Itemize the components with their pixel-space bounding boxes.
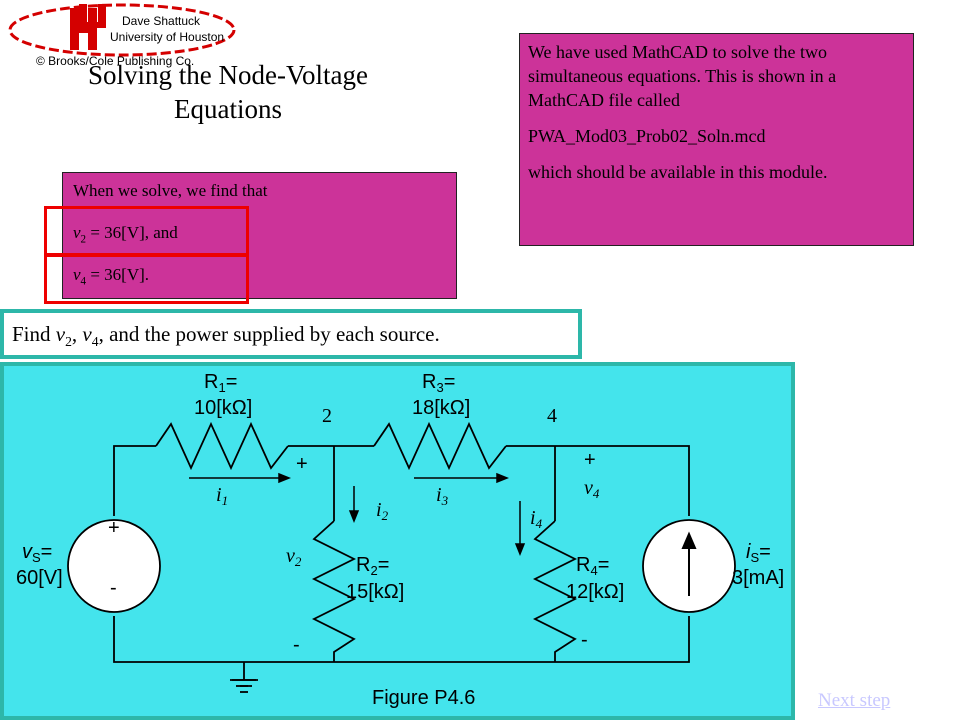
- i1-label: i1: [216, 484, 228, 508]
- circuit-diagram: + - + - + - 2 4 R1= 10[kΩ] R3= 18[kΩ] R2…: [16, 371, 784, 709]
- vs-value: 60[V]: [16, 567, 63, 589]
- page-title: Solving the Node-Voltage Equations: [38, 58, 418, 126]
- resistor-r1: [155, 421, 289, 471]
- circuit-diagram-panel: + - + - + - 2 4 R1= 10[kΩ] R3= 18[kΩ] R2…: [0, 362, 795, 720]
- logo-institution: University of Houston: [110, 30, 225, 44]
- i3-label: i3: [436, 484, 449, 508]
- r1-label: R1=: [204, 371, 237, 395]
- highlight-box-v4: [44, 254, 249, 304]
- v2-plus-sign: +: [296, 453, 308, 475]
- uh-monogram-icon: [70, 4, 106, 50]
- v4-label: v4: [584, 477, 600, 501]
- vs-minus-sign: -: [110, 577, 117, 599]
- v2-label: v2: [286, 545, 302, 569]
- logo-author: Dave Shattuck: [122, 14, 201, 28]
- resistor-r4: [532, 520, 578, 662]
- is-label: iS=: [746, 541, 771, 565]
- wire-bottom: [113, 616, 690, 663]
- vs-plus-sign: +: [108, 517, 120, 539]
- university-logo: [8, 3, 236, 57]
- is-value: 3[mA]: [732, 567, 784, 589]
- wire-top-right: [506, 445, 690, 516]
- info-text-1: We have used MathCAD to solve the two si…: [528, 42, 837, 110]
- r2-value: 15[kΩ]: [346, 581, 404, 603]
- v4-plus-sign: +: [584, 449, 596, 471]
- r1-value: 10[kΩ]: [194, 397, 252, 419]
- vs-label: vS=: [22, 541, 52, 565]
- highlight-box-v2: [44, 206, 249, 256]
- i2-label: i2: [376, 499, 389, 523]
- result-box: When we solve, we find that v2 = 36[V], …: [62, 172, 457, 299]
- figure-caption: Figure P4.6: [372, 687, 475, 709]
- r3-label: R3=: [422, 371, 455, 395]
- node-2-label: 2: [322, 405, 332, 427]
- resistor-r2: [311, 520, 357, 662]
- mathcad-info-box: We have used MathCAD to solve the two si…: [519, 33, 914, 246]
- result-v2: v2 = 36[V], and: [73, 223, 178, 246]
- voltage-source-vs: [67, 519, 161, 613]
- title-line-2: Equations: [174, 94, 282, 124]
- r2-label: R2=: [356, 554, 389, 578]
- next-step-link[interactable]: Next step: [818, 690, 891, 711]
- v2-minus-sign: -: [293, 634, 300, 656]
- problem-statement: Find v2, v4, and the power supplied by e…: [0, 309, 582, 359]
- info-filename: PWA_Mod03_Prob02_Soln.mcd: [528, 126, 766, 146]
- node-4-label: 4: [547, 405, 557, 427]
- result-v4: v4 = 36[V].: [73, 265, 150, 288]
- title-line-1: Solving the Node-Voltage: [88, 60, 368, 90]
- logo-publisher: © Brooks/Cole Publishing Co.: [36, 54, 195, 68]
- r4-label: R4=: [576, 554, 609, 578]
- resistor-r3: [373, 421, 507, 471]
- wire-top-left: [113, 445, 156, 516]
- v4-minus-sign: -: [581, 629, 588, 651]
- i4-label: i4: [530, 507, 543, 531]
- r3-value: 18[kΩ]: [412, 397, 470, 419]
- result-intro: When we solve, we find that: [73, 181, 268, 200]
- info-text-2: which should be available in this module…: [528, 162, 828, 182]
- current-source-arrow-icon: [681, 531, 697, 596]
- r4-value: 12[kΩ]: [566, 581, 624, 603]
